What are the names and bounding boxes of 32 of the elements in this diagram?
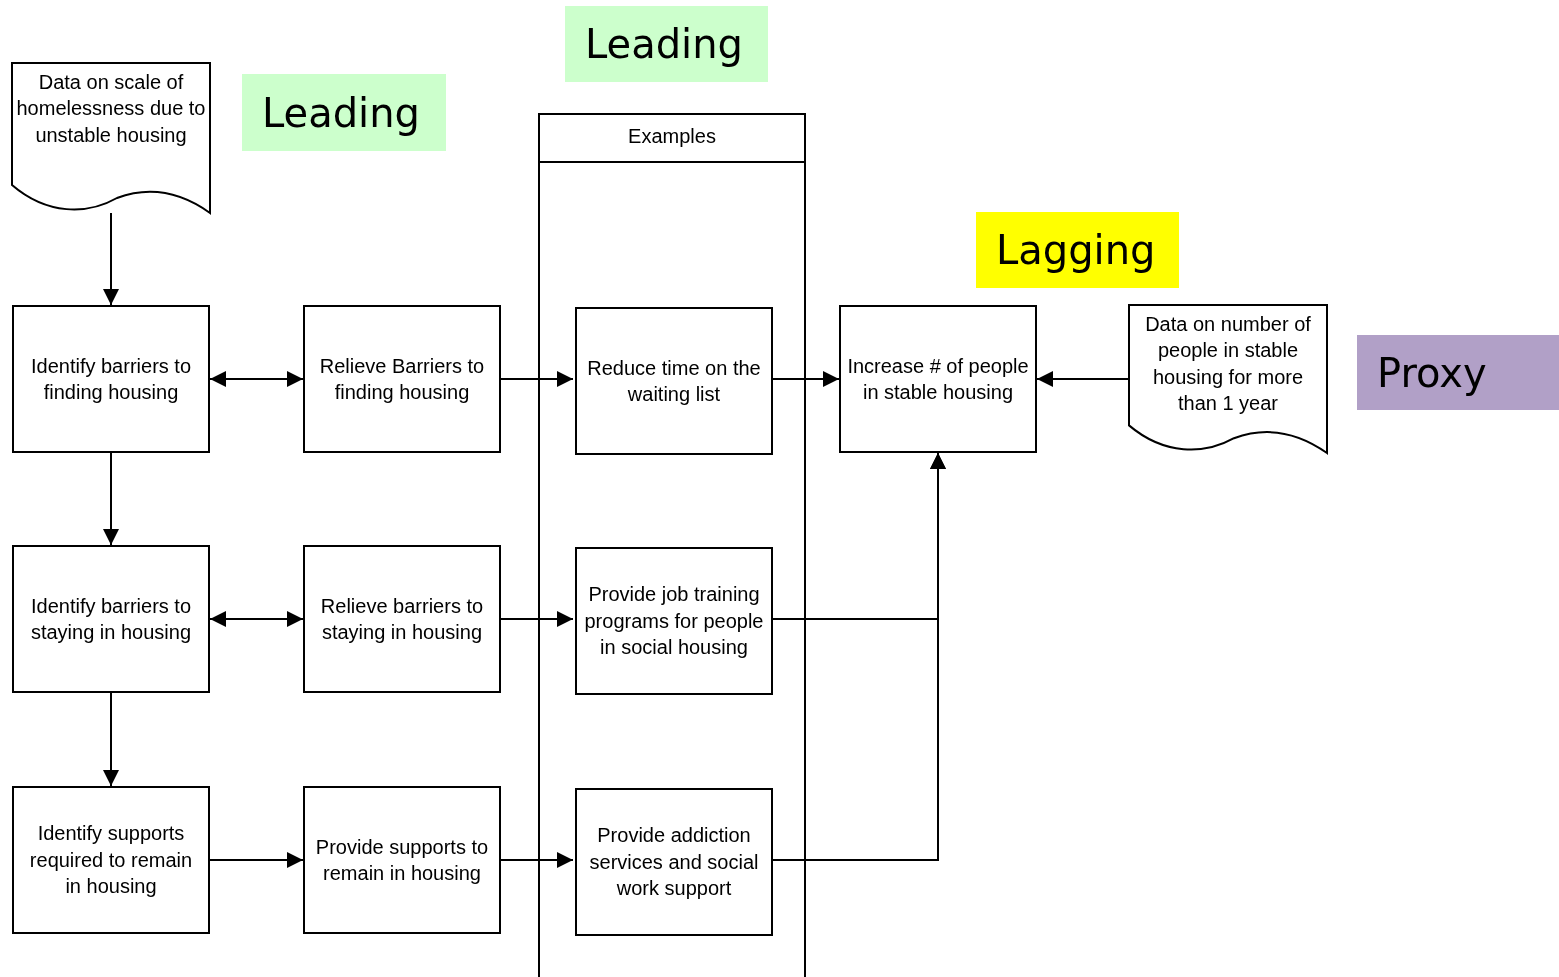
connector-arrow: [500, 611, 574, 627]
process-box: Increase # of people in stable housing: [839, 305, 1037, 453]
document-shape: [1129, 305, 1327, 453]
group-container: [538, 113, 806, 977]
category-label: Lagging: [976, 212, 1179, 288]
connector-arrow: [770, 371, 840, 387]
process-box: Provide supports to remain in housing: [303, 786, 501, 934]
category-label: Leading: [565, 6, 768, 82]
document-text: Data on scale of homelessness due to unstable housing: [16, 70, 206, 148]
connector-arrow: [209, 852, 304, 868]
connector-arrow: [500, 852, 574, 868]
process-box: Identify supports required to remain in housing: [12, 786, 210, 934]
process-box: Identify barriers to finding housing: [12, 305, 210, 453]
document-shape: [12, 63, 210, 213]
process-box: Provide job training programs for people in social housing: [575, 547, 773, 695]
process-box: Provide addiction services and social work support: [575, 788, 773, 936]
connector-arrow: [209, 611, 304, 627]
connector-arrow: [103, 212, 119, 306]
document-text: Data on number of people in stable housing for more than 1 year: [1144, 312, 1312, 417]
process-box: Identify barriers to staying in housing: [12, 545, 210, 693]
connector-arrow: [1036, 371, 1130, 387]
category-label: Leading: [242, 74, 446, 151]
process-box: Relieve Barriers to finding housing: [303, 305, 501, 453]
category-label: Proxy: [1357, 335, 1559, 410]
connector-arrow: [103, 452, 119, 546]
group-heading: Examples: [627, 125, 717, 148]
connector-arrow: [209, 371, 304, 387]
connector-arrow: [770, 452, 946, 861]
connector-arrow: [500, 371, 574, 387]
process-box: Relieve barriers to staying in housing: [303, 545, 501, 693]
connector-arrow: [103, 692, 119, 787]
process-box: Reduce time on the waiting list: [575, 307, 773, 455]
